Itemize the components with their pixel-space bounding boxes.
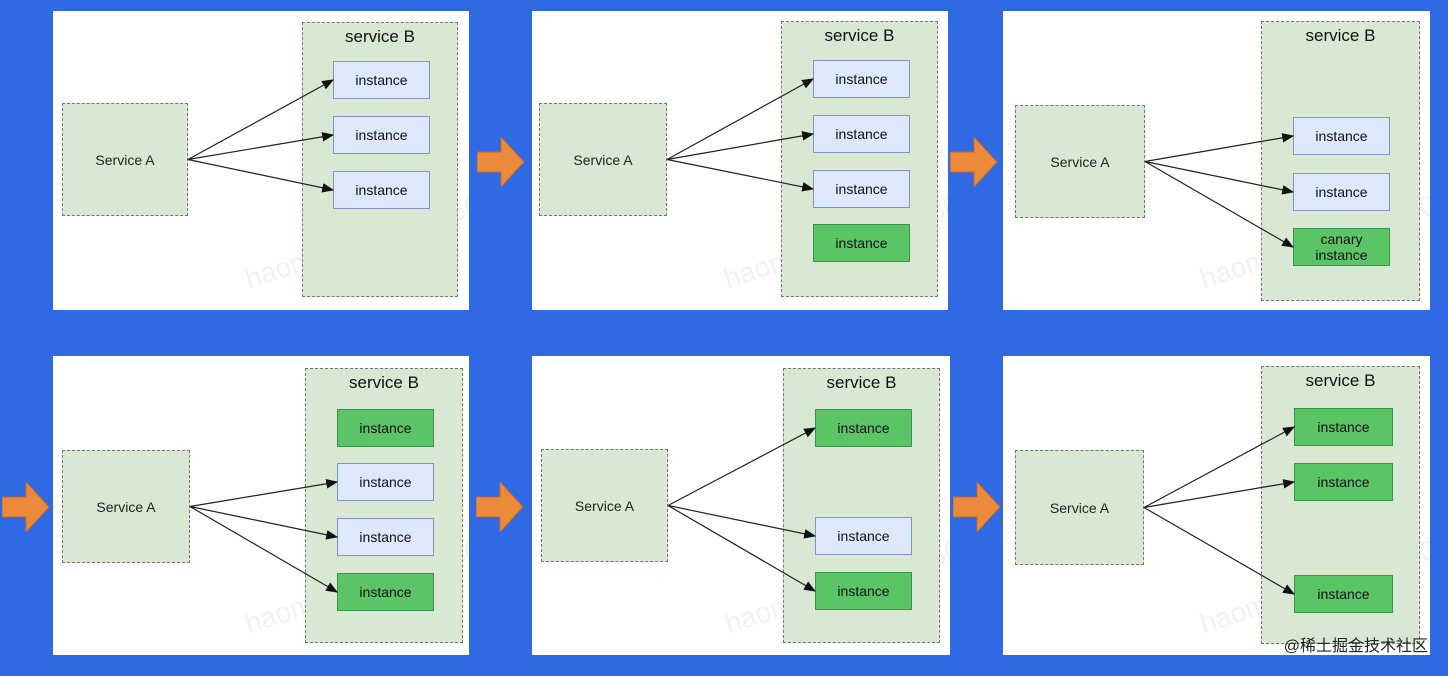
old-instance-box: instance [813,115,910,153]
service-b-title: service B [826,373,897,392]
request-arrow [187,158,335,193]
service-b-title: service B [345,27,415,46]
request-arrow [1143,426,1296,509]
request-arrow [1144,160,1295,195]
request-arrow [189,505,339,540]
request-arrow [1143,506,1296,595]
request-arrows [667,427,817,592]
service-a-box: Service A [541,449,668,562]
old-instance-box: instance [813,170,910,208]
request-arrow [666,78,815,161]
service-b-title: service B [1305,26,1376,45]
new-instance-box: instance [815,572,912,610]
service-a-box: Service A [1015,450,1144,565]
request-arrow [666,131,815,161]
request-arrow [667,504,817,539]
request-arrows [189,479,339,593]
request-arrow [1144,133,1295,163]
request-arrow [1144,160,1295,248]
request-arrow [189,479,339,508]
old-instance-box: instance [1293,117,1390,155]
old-instance-box: instance [333,116,430,154]
request-arrow [667,427,817,507]
service-a-box: Service A [539,103,667,216]
new-instance-box: instance [337,573,434,611]
old-instance-box: instance [813,60,910,98]
request-arrows [666,78,815,192]
new-instance-box: instance [813,224,910,262]
step-arrow-icon [950,137,998,187]
request-arrow [1143,479,1296,509]
new-instance-box: instance [1294,575,1393,613]
service-a-box: Service A [1015,105,1145,218]
old-instance-box: instance [333,61,430,99]
new-instance-box: instance [815,409,912,447]
request-arrows [1144,133,1295,248]
service-b-title: service B [824,26,895,45]
request-arrow [187,132,335,161]
old-instance-box: instance [815,517,912,555]
request-arrows [1143,426,1296,595]
old-instance-box: instance [333,171,430,209]
old-instance-box: instance [337,518,434,556]
step-arrow-icon [477,137,525,187]
new-instance-box: instance [1294,408,1393,446]
new-instance-box: canary instance [1293,228,1390,266]
site-watermark: @稀土掘金技术社区 [1283,638,1428,655]
service-b-title: service B [1305,371,1376,390]
service-b-title: service B [349,373,419,392]
request-arrow [187,79,335,161]
service-a-box: Service A [62,103,188,216]
step-arrow-icon [2,482,50,532]
service-a-box: Service A [62,450,190,563]
step-arrow-icon [953,482,1001,532]
request-arrow [189,505,339,593]
request-arrows [187,79,335,193]
new-instance-box: instance [337,409,434,447]
step-arrow-icon [476,482,524,532]
request-arrow [666,158,815,192]
new-instance-box: instance [1294,463,1393,501]
request-arrow [667,504,817,592]
